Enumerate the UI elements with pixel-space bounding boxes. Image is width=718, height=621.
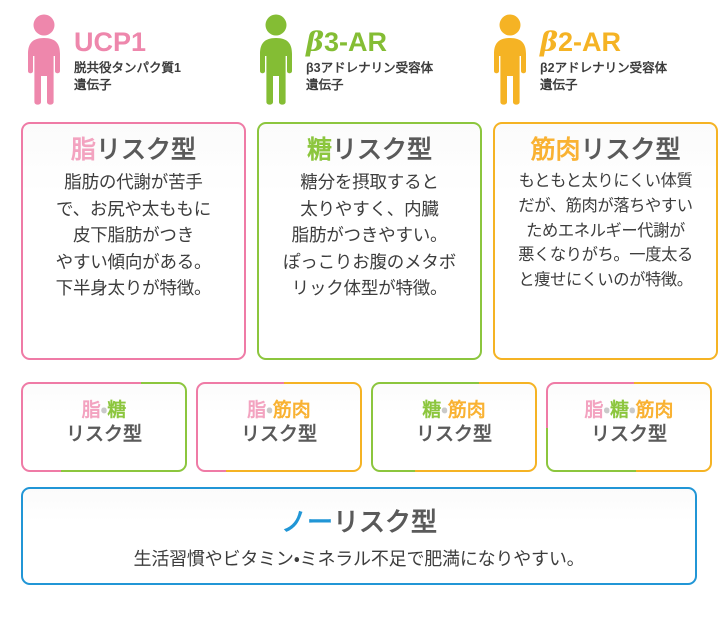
gene-symbol-prefix: β [306, 27, 324, 58]
combo-label-line1: 糖・筋肉 [371, 399, 537, 423]
combo-part-1: 糖 [609, 400, 629, 421]
gene-text-ucp1: UCP1 脱共役タンパク質1 遺伝子 [74, 14, 181, 94]
combo-part-0: 糖 [422, 400, 442, 421]
risk-card-title-plain: リスク型 [96, 136, 197, 164]
risk-card-title-sugar: 糖リスク型 [267, 135, 472, 165]
combo-label-line2: リスク型 [240, 423, 317, 445]
person-icon-pink [22, 14, 66, 106]
gene-symbol-text: 3-AR [323, 27, 387, 57]
combo-separator: ・ [629, 400, 636, 421]
risk-card-title-plain: リスク型 [580, 136, 681, 164]
gene-fullname-b3ar: β3アドレナリン受容体 遺伝子 [306, 61, 434, 93]
combo-box-fat-sugar-muscle[interactable]: 脂・糖・筋肉 リスク型 [546, 382, 712, 472]
combo-part-2: 筋肉 [635, 400, 674, 421]
no-risk-title-plain: リスク型 [333, 507, 438, 537]
combo-part-1: 糖 [107, 400, 127, 421]
combo-part-1: 筋肉 [447, 400, 486, 421]
gene-header-ucp1: UCP1 脱共役タンパク質1 遺伝子 [22, 14, 252, 122]
risk-card-fat[interactable]: 脂リスク型 脂肪の代謝が苦手 で、お尻や太ももに 皮下脂肪がつき やすい傾向があ… [21, 122, 246, 360]
combo-part-0: 脂 [81, 400, 101, 421]
combo-label-line2: リスク型 [415, 423, 492, 445]
risk-card-body-fat: 脂肪の代謝が苦手 で、お尻や太ももに 皮下脂肪がつき やすい傾向がある。 下半身… [55, 172, 212, 299]
combo-label-line1: 脂・筋肉 [196, 399, 362, 423]
gene-symbol-text: 2-AR [557, 27, 621, 57]
gene-fullname-b2ar: β2アドレナリン受容体 遺伝子 [540, 61, 668, 93]
risk-card-muscle[interactable]: 筋肉リスク型 もともと太りにくい体質 だが、筋肉が落ちやすい ためエネルギー代謝… [493, 122, 718, 360]
risk-card-title-plain: リスク型 [332, 136, 433, 164]
no-risk-title-accent: ノー [280, 507, 333, 537]
combo-box-fat-sugar[interactable]: 脂・糖 リスク型 [21, 382, 187, 472]
gene-header-b3ar: β3-AR β3アドレナリン受容体 遺伝子 [254, 14, 484, 122]
risk-card-sugar[interactable]: 糖リスク型 糖分を摂取すると 太りやすく、内臓 脂肪がつきやすい。 ぽっこりお腹… [257, 122, 482, 360]
gene-text-b3ar: β3-AR β3アドレナリン受容体 遺伝子 [306, 14, 433, 94]
no-risk-title: ノーリスク型 [23, 506, 695, 539]
combo-box-fat-muscle[interactable]: 脂・筋肉 リスク型 [196, 382, 362, 472]
risk-card-title-accent: 脂 [70, 136, 96, 164]
risk-card-body-muscle: もともと太りにくい体質 だが、筋肉が落ちやすい ためエネルギー代謝が 悪くなりが… [518, 172, 693, 290]
gene-fullname-ucp1: 脱共役タンパク質1 遺伝子 [74, 61, 181, 93]
combo-label-line1: 脂・糖・筋肉 [546, 399, 712, 423]
combo-part-1: 筋肉 [272, 400, 311, 421]
risk-card-title-muscle: 筋肉リスク型 [503, 135, 708, 165]
gene-text-b2ar: β2-AR β2アドレナリン受容体 遺伝子 [540, 14, 667, 94]
gene-header-b2ar: β2-AR β2アドレナリン受容体 遺伝子 [488, 14, 718, 122]
combo-box-sugar-muscle[interactable]: 糖・筋肉 リスク型 [371, 382, 537, 472]
combo-part-0: 脂 [247, 400, 267, 421]
risk-card-title-fat: 脂リスク型 [31, 135, 236, 165]
gene-symbol-b2ar: β2-AR [540, 28, 667, 57]
combo-label-line2: リスク型 [65, 423, 142, 445]
risk-cards-row: 脂リスク型 脂肪の代謝が苦手 で、お尻や太ももに 皮下脂肪がつき やすい傾向があ… [0, 122, 718, 360]
gene-symbol-text: UCP1 [74, 27, 147, 57]
combo-row: 脂・糖 リスク型 脂・筋肉 リスク型 糖・筋肉 リスク型 [0, 382, 718, 472]
combo-label-line1: 脂・糖 [21, 399, 187, 423]
person-icon-orange [488, 14, 532, 106]
gene-symbol-b3ar: β3-AR [306, 28, 433, 57]
risk-card-title-accent: 筋肉 [530, 136, 581, 164]
person-icon-green [254, 14, 298, 106]
gene-symbol-prefix: β [540, 27, 558, 58]
combo-part-0: 脂 [584, 400, 604, 421]
gene-symbol-ucp1: UCP1 [74, 28, 181, 57]
risk-card-body-sugar: 糖分を摂取すると 太りやすく、内臓 脂肪がつきやすい。 ぽっこりお腹のメタボ リ… [283, 172, 456, 299]
gene-header-row: UCP1 脱共役タンパク質1 遺伝子 β3-AR β3アドレナリン受容体 遺伝子 [0, 0, 718, 122]
risk-card-title-accent: 糖 [306, 136, 332, 164]
no-risk-subtitle: 生活習慣やビタミン・ミネラル不足で肥満になりやすい。 [133, 548, 585, 569]
no-risk-box[interactable]: ノーリスク型 生活習慣やビタミン・ミネラル不足で肥満になりやすい。 [21, 487, 697, 585]
combo-separator: ・ [603, 400, 610, 421]
combo-label-line2: リスク型 [590, 423, 667, 445]
